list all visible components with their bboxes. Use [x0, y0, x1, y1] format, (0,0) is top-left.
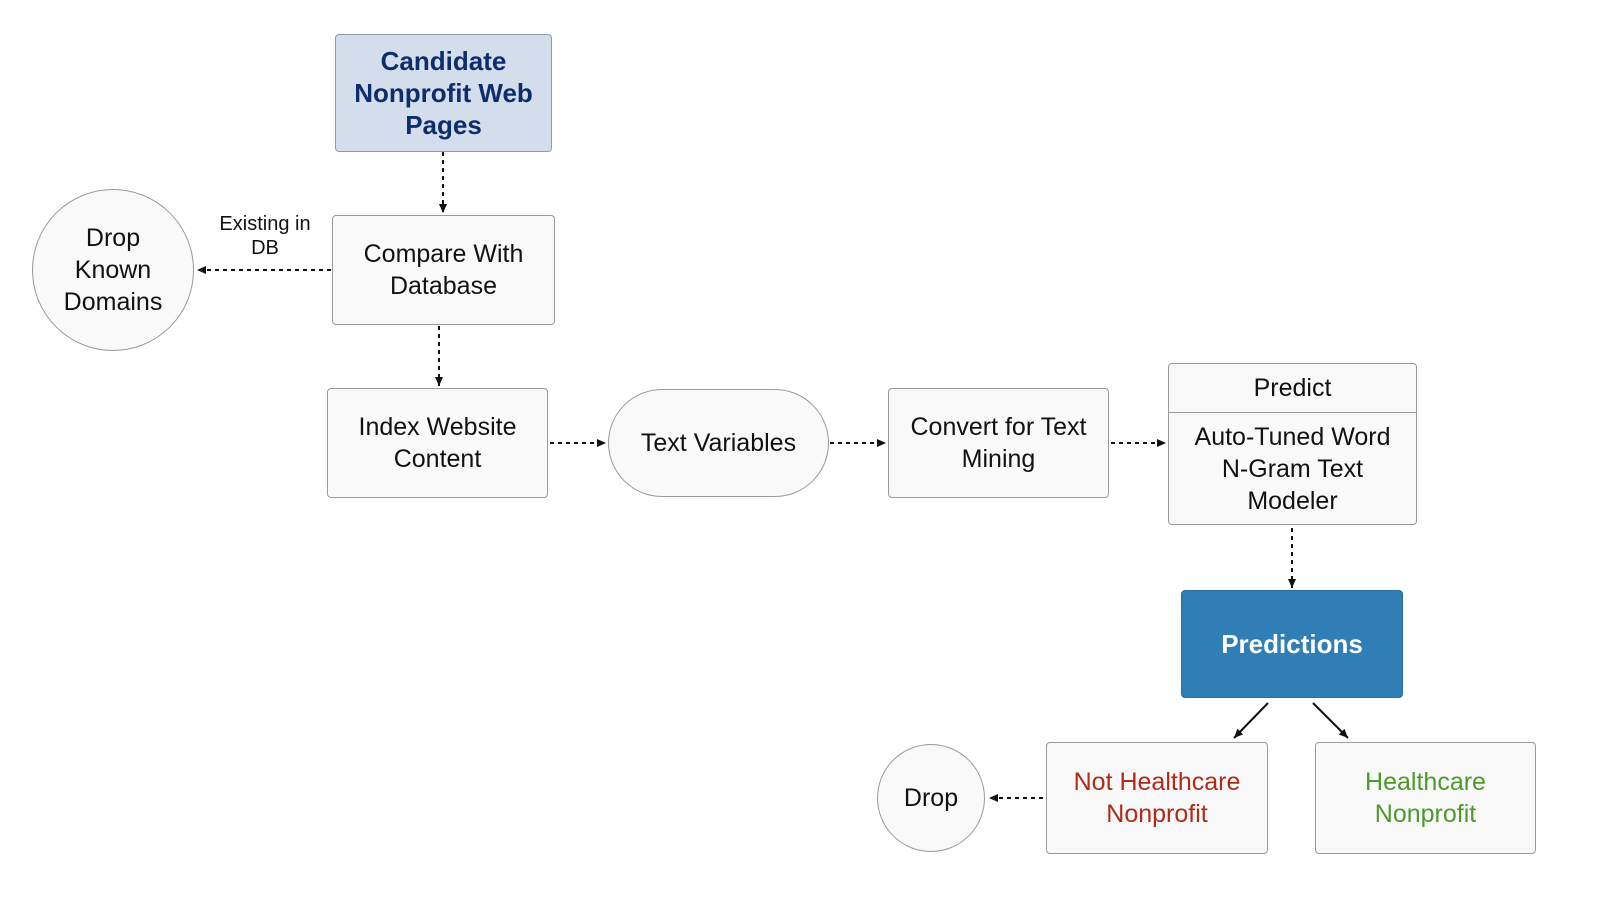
text-variables-label: Text Variables: [640, 429, 797, 457]
edge-predictions-to-healthcare: [1312, 702, 1349, 739]
existing-in-db-label: Existing in DB: [219, 213, 311, 259]
predictions-label: Predictions: [1221, 629, 1363, 659]
candidate-pages-label: Candidate Nonprofit Web Pages: [354, 46, 533, 140]
compare-db-node: Compare With Database: [332, 215, 555, 325]
predict-body-label: Auto-Tuned Word N-Gram Text Modeler: [1194, 423, 1391, 515]
predict-node: Predict Auto-Tuned Word N-Gram Text Mode…: [1168, 363, 1417, 525]
not-healthcare-label: Not Healthcare Nonprofit: [1073, 768, 1241, 828]
candidate-pages-node: Candidate Nonprofit Web Pages: [335, 34, 552, 152]
compare-db-label: Compare With Database: [363, 240, 524, 300]
healthcare-node: Healthcare Nonprofit: [1315, 742, 1536, 854]
convert-text-node: Convert for Text Mining: [888, 388, 1109, 498]
drop-label: Drop: [903, 784, 959, 812]
predict-header: Predict: [1169, 364, 1416, 413]
index-content-label: Index Website Content: [358, 413, 517, 473]
index-content-node: Index Website Content: [327, 388, 548, 498]
predictions-node: Predictions: [1181, 590, 1403, 698]
edge-predictions-to-not-healthcare: [1233, 702, 1269, 739]
not-healthcare-node: Not Healthcare Nonprofit: [1046, 742, 1268, 854]
drop-node: Drop: [877, 744, 985, 852]
drop-known-domains-label: Drop Known Domains: [63, 224, 163, 316]
healthcare-label: Healthcare Nonprofit: [1365, 768, 1486, 828]
drop-known-domains-node: Drop Known Domains: [32, 189, 194, 351]
convert-text-label: Convert for Text Mining: [910, 413, 1087, 473]
text-variables-node: Text Variables: [608, 389, 829, 497]
